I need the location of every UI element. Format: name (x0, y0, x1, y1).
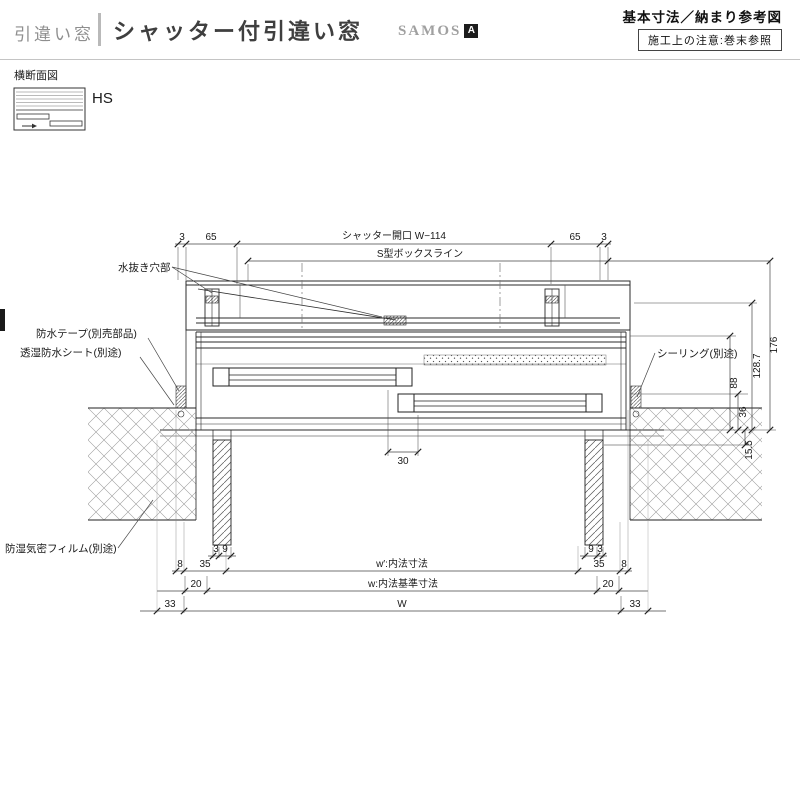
construction-note-box: 施工上の注意:巻末参照 (637, 29, 782, 51)
dim-bottom-3-left: 3 (213, 544, 219, 555)
brand-name: SAMOS (398, 23, 462, 39)
label-waterproof-tape: 防水テープ(別売部品) (36, 327, 137, 340)
sealing-details (175, 385, 642, 418)
label-box-line: S型ボックスライン (377, 247, 463, 260)
header-divider (98, 13, 101, 46)
label-total-width: W (397, 599, 407, 610)
dim-top-65-left: 65 (205, 232, 217, 243)
dim-center-30: 30 (397, 456, 409, 467)
window-category-label: 引違い窓 (14, 25, 94, 44)
symbol-code-label: HS (92, 90, 113, 107)
centerlines (301, 263, 501, 331)
page-title: シャッター付引違い窓 (113, 19, 364, 44)
brand-mark-icon: A (464, 24, 479, 38)
dim-bottom-20-right: 20 (602, 579, 614, 590)
dim-bottom-33-left: 33 (164, 599, 176, 610)
dim-bottom-35-right: 35 (593, 559, 605, 570)
shutter-box (185, 280, 631, 408)
label-drain-hole: 水抜き穴部 (118, 261, 171, 274)
dimension-text: 3 65 シャッター開口 W−114 65 3 S型ボックスライン 176 12… (164, 230, 780, 610)
dim-bottom-3-right: 3 (597, 544, 603, 555)
spec-reference-title: 基本寸法／納まり参考図 (622, 10, 782, 25)
dim-right-36: 36 (738, 406, 749, 418)
arrow-icon (32, 123, 37, 129)
label-inner-width: w′:内法寸法 (375, 557, 428, 570)
dim-top-65-right: 65 (569, 232, 581, 243)
dim-right-176: 176 (769, 336, 780, 353)
label-sealing: シーリング(別途) (657, 347, 738, 360)
dim-right-128-7: 128.7 (752, 353, 763, 378)
dim-top-3-right: 3 (601, 232, 607, 243)
dim-bottom-9-right: 9 (588, 544, 594, 555)
walls (88, 407, 762, 521)
dim-top-3-left: 3 (179, 232, 185, 243)
dim-bottom-20-left: 20 (190, 579, 202, 590)
dim-bottom-35-left: 35 (199, 559, 211, 570)
label-airtight-film: 防湿気密フィルム(別途) (5, 542, 117, 555)
dim-bottom-8-left: 8 (177, 559, 183, 570)
dim-bottom-8-right: 8 (621, 559, 627, 570)
header-rule (0, 59, 800, 60)
dim-right-88: 88 (729, 377, 740, 389)
sliding-sashes (212, 367, 603, 413)
label-inner-base-width: w:内法基準寸法 (367, 577, 438, 590)
window-frame (160, 331, 664, 446)
label-waterproof-sheet: 透湿防水シート(別途) (20, 346, 122, 359)
dim-bottom-33-right: 33 (629, 599, 641, 610)
page-edge-mark (0, 309, 5, 331)
dim-shutter-opening: シャッター開口 W−114 (342, 230, 446, 242)
window-plan-icon (13, 87, 86, 131)
dimension-lines (140, 243, 776, 613)
annotation-labels: 水抜き穴部 防水テープ(別売部品) 透湿防水シート(別途) シーリング(別途) … (5, 261, 738, 555)
dim-right-15-5: 15.5 (744, 440, 755, 460)
interior-posts (212, 430, 604, 546)
dim-bottom-9-left: 9 (222, 544, 228, 555)
section-view-label-group: 横断面図 HS (13, 68, 113, 131)
section-view-label: 横断面図 (14, 68, 58, 82)
